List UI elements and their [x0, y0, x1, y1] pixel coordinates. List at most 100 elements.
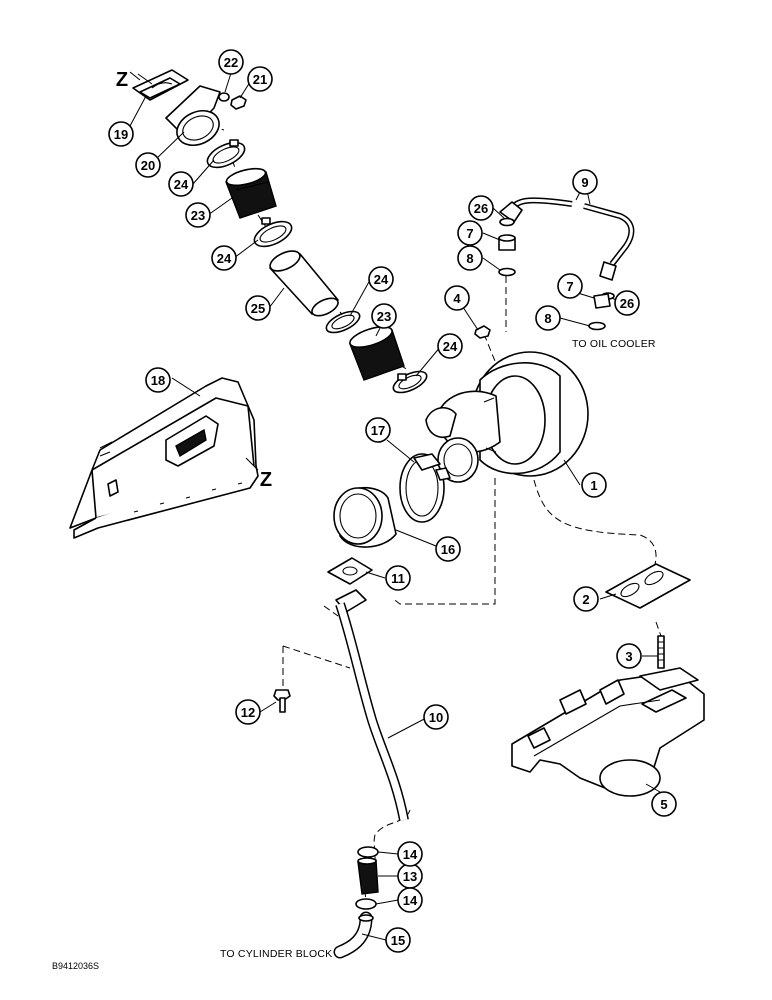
callout-11: 11 — [385, 565, 411, 591]
part-26-washer-upper — [499, 217, 515, 227]
callout-label: 20 — [141, 158, 155, 173]
callout-10: 10 — [423, 704, 449, 730]
callout-4: 4 — [444, 285, 470, 311]
part-24-clamp-middle-b — [392, 370, 428, 394]
part-4-nut — [474, 325, 491, 339]
callout-5: 5 — [651, 791, 677, 817]
z-marker-outlet: Z — [260, 469, 272, 491]
callout-label: 13 — [403, 869, 417, 884]
callout-17: 17 — [365, 417, 391, 443]
callout-label: 18 — [151, 373, 165, 388]
part-1-turbocharger — [425, 351, 589, 483]
callout-21: 21 — [247, 66, 273, 92]
callout-1: 1 — [581, 472, 607, 498]
callout-label: 10 — [429, 710, 443, 725]
callout-label: 25 — [251, 301, 265, 316]
part-24-clamp-upper-a — [206, 139, 246, 169]
callout-label: 1 — [590, 478, 597, 493]
callout-label: 26 — [620, 296, 634, 311]
callout-19: 19 — [108, 121, 134, 147]
figure-id: B9412036S — [52, 961, 99, 971]
callout-12: 12 — [235, 699, 261, 725]
callout-label: 7 — [466, 226, 473, 241]
callout-16: 16 — [435, 536, 461, 562]
part-10-drain-tube — [335, 589, 409, 821]
callout-label: 14 — [403, 893, 418, 908]
callout-15: 15 — [385, 927, 411, 953]
part-2-manifold-gasket — [605, 563, 691, 609]
callout-label: 24 — [443, 339, 458, 354]
part-8-oring-lower — [588, 321, 606, 331]
part-23-hose-middle — [349, 325, 405, 381]
z-marker-leader — [129, 71, 141, 81]
part-3-stud — [657, 635, 665, 669]
part-21-bolt — [230, 95, 247, 110]
callout-24-c: 24 — [368, 266, 394, 292]
part-19-gasket — [132, 69, 189, 101]
part-20-outlet-elbow — [165, 85, 221, 147]
part-7-fitting-upper — [498, 234, 516, 251]
callout-label: 12 — [241, 705, 255, 720]
callout-24-a: 24 — [168, 171, 194, 197]
part-22-washer — [218, 92, 230, 102]
part-23-hose-upper — [225, 167, 277, 219]
callout-23-middle: 23 — [371, 303, 397, 329]
part-15-elbow — [333, 911, 374, 959]
part-14-clamp-lower — [355, 898, 377, 910]
callout-25: 25 — [245, 295, 271, 321]
callout-label: 17 — [371, 423, 385, 438]
part-18-exhaust-outlet — [69, 377, 259, 539]
part-8-oring-upper — [498, 267, 516, 277]
callout-label: 3 — [625, 649, 632, 664]
note-to-oil-cooler: TO OIL COOLER — [572, 338, 656, 350]
part-11-gasket — [327, 557, 373, 585]
callout-label: 16 — [441, 542, 455, 557]
callout-label: 4 — [453, 291, 461, 306]
leader-lines — [129, 72, 661, 941]
callout-label: 24 — [374, 272, 389, 287]
part-25-tube — [269, 250, 339, 317]
callout-label: 7 — [566, 279, 573, 294]
callout-14-lower: 14 — [397, 887, 423, 913]
callout-3: 3 — [616, 643, 642, 669]
callout-label: 9 — [581, 175, 588, 190]
callout-26-upper: 26 — [468, 195, 494, 221]
callout-label: 8 — [544, 311, 551, 326]
callout-label: 26 — [474, 201, 488, 216]
callout-label: 5 — [660, 797, 667, 812]
callout-9: 9 — [572, 169, 598, 195]
callout-13: 13 — [397, 863, 423, 889]
z-marker-gasket: Z — [116, 69, 128, 91]
callout-26-lower: 26 — [614, 290, 640, 316]
part-9-oil-line — [499, 197, 635, 281]
note-to-cylinder-block: TO CYLINDER BLOCK — [220, 948, 332, 960]
callout-20: 20 — [135, 152, 161, 178]
callout-24-b: 24 — [211, 245, 237, 271]
callout-label: 21 — [253, 72, 267, 87]
callout-7-upper: 7 — [457, 220, 483, 246]
callout-label: 14 — [403, 847, 418, 862]
part-17-vband-clamp — [399, 453, 451, 523]
callout-22: 22 — [218, 49, 244, 75]
callout-label: 19 — [114, 127, 128, 142]
callout-label: 23 — [377, 309, 391, 324]
callout-2: 2 — [573, 586, 599, 612]
callout-label: 2 — [582, 592, 589, 607]
part-7-fitting-lower — [593, 293, 611, 309]
callout-23-upper: 23 — [185, 202, 211, 228]
part-13-hose — [357, 857, 379, 895]
callout-label: 23 — [191, 208, 205, 223]
callout-label: 11 — [391, 571, 405, 586]
part-24-clamp-upper-b — [253, 217, 293, 248]
part-16-hose — [333, 487, 397, 548]
callout-label: 8 — [466, 251, 473, 266]
part-5-exhaust-manifold — [511, 667, 705, 797]
z-marker-leader — [245, 457, 259, 471]
callout-14-upper: 14 — [397, 841, 423, 867]
callout-label: 22 — [224, 55, 238, 70]
callout-8-lower: 8 — [535, 305, 561, 331]
callout-label: 15 — [391, 933, 405, 948]
part-14-clamp-upper — [357, 846, 379, 858]
callout-8-upper: 8 — [457, 245, 483, 271]
